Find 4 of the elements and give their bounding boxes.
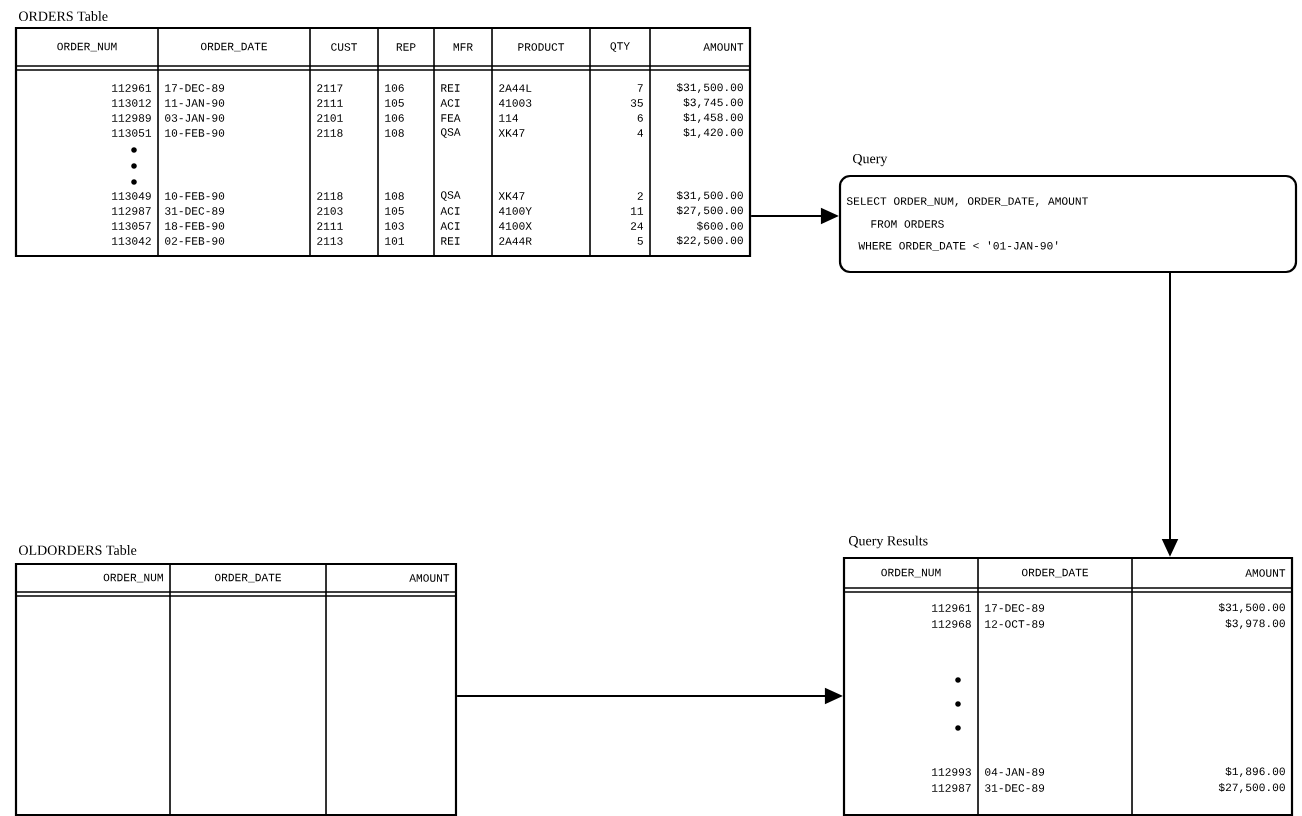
table bbox=[14, 11, 752, 258]
query-box bbox=[838, 153, 1298, 274]
table bbox=[842, 535, 1294, 816]
table bbox=[14, 545, 458, 816]
